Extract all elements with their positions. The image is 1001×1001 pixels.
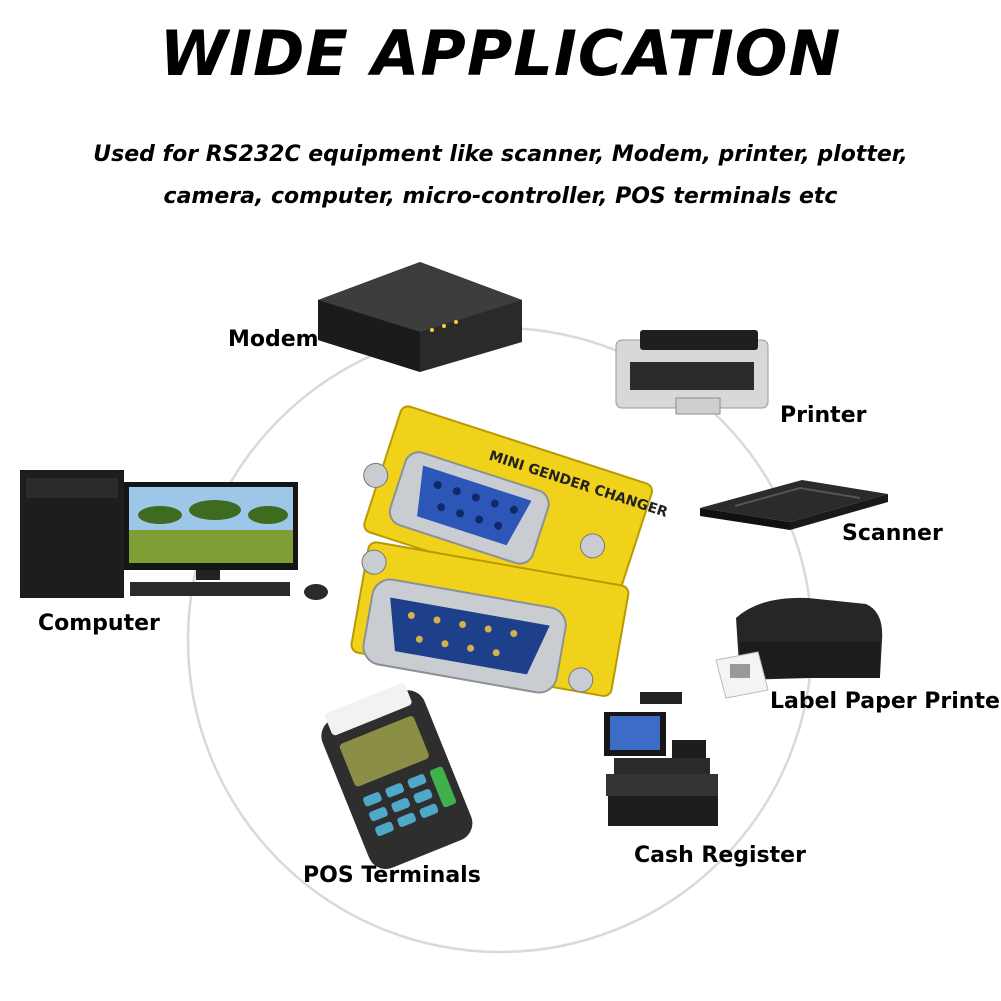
cash-register-image [604,692,718,826]
label-scanner: Scanner [842,521,943,546]
label-printer: Printer [780,403,867,428]
page-title: WIDE APPLICATION [159,17,842,90]
modem-image [318,262,522,372]
label-computer: Computer [38,611,160,636]
label-printer-image [715,597,883,699]
gender-changer-adapter: MINI GENDER CHANGER [350,405,670,697]
label-cash-register: Cash Register [634,843,806,868]
printer-image [615,330,769,415]
label-pos-terminals: POS Terminals [303,863,481,888]
subtitle-line-1: Used for RS232C equipment like scanner, … [93,142,908,167]
label-label-paper-printer: Label Paper Printer [770,689,1001,714]
pos-terminal-image [321,683,473,869]
subtitle-line-2: camera, computer, micro-controller, POS … [163,184,838,209]
scanner-image [700,480,888,530]
label-modem: Modem [228,327,319,352]
computer-image [20,470,328,600]
